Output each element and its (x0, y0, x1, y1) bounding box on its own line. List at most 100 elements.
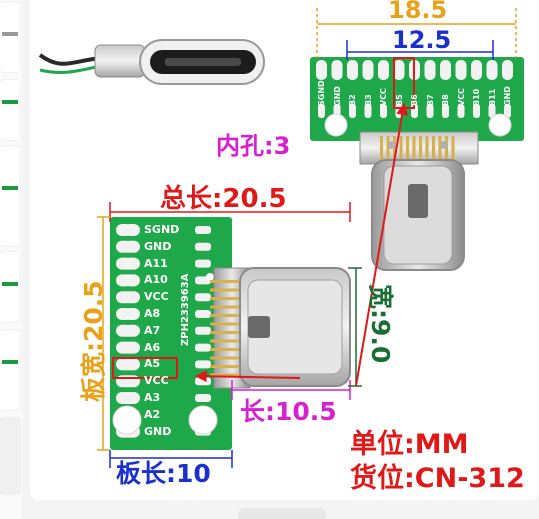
board-width-label: 板宽:20.5 (79, 280, 108, 402)
bottom-pad-small (195, 293, 211, 302)
bottom-pin-label: A3 (144, 391, 161, 404)
top-pad (331, 60, 343, 80)
top-pad (455, 60, 467, 80)
bottom-pad-small (195, 343, 211, 352)
top-lead (380, 136, 383, 160)
top-pad-small (457, 104, 465, 118)
thumbnail-4[interactable] (0, 252, 20, 322)
board-silkscreen: ZPH233963A (180, 273, 191, 346)
top-lead (432, 136, 435, 160)
bottom-pad-small (195, 326, 211, 335)
bottom-lead (210, 339, 242, 343)
bottom-pin-label: VCC (144, 374, 169, 388)
thumbnail-2[interactable] (0, 80, 20, 140)
bottom-lead (210, 314, 242, 317)
top-lead (386, 136, 390, 160)
bottom-pin-label: A2 (144, 407, 161, 421)
top-pad-small (349, 104, 356, 118)
usb-c-cable (38, 39, 265, 85)
bottom-lead (210, 305, 242, 309)
top-pad (440, 60, 451, 80)
bottom-pin-label: SGND (144, 223, 180, 236)
bottom-pad (116, 274, 140, 287)
thumbnail-5[interactable] (0, 330, 20, 410)
top-pin-label: VCC (379, 88, 388, 106)
bottom-pad (116, 392, 140, 404)
inner-hole-label: 内孔:3 (216, 132, 291, 160)
top-pin-label: B11 (487, 88, 497, 106)
total-length-label: 总长:20.5 (160, 184, 287, 214)
top-lead (412, 136, 416, 160)
top-pin-label: B8 (441, 94, 450, 106)
bottom-pad (116, 324, 140, 337)
thumbnail-6[interactable] (0, 418, 20, 494)
top-pin-label: B2 (348, 94, 357, 106)
top-pad-small (318, 104, 325, 118)
bottom-pad-small (195, 242, 211, 251)
thumbnail-3[interactable] (0, 146, 20, 246)
bottom-pad (116, 240, 140, 253)
top-pad (486, 60, 498, 80)
top-pad (424, 60, 436, 80)
top-pin-label: B6 (410, 94, 419, 106)
bottom-lead (210, 297, 242, 300)
bottom-lead (210, 348, 242, 351)
top-pin-label: B10 (472, 88, 481, 106)
top-pad (362, 60, 374, 80)
total-width-label: 18.5 (388, 0, 448, 24)
top-lead (399, 136, 403, 160)
item-code-label: 货位:CN-312 (350, 463, 525, 494)
top-pad (316, 60, 327, 80)
top-pin-label: B5 (394, 94, 404, 106)
top-lead (438, 136, 442, 160)
thumbnail-1[interactable] (0, 2, 20, 72)
top-lead (419, 136, 422, 160)
bottom-pad (116, 341, 140, 354)
board-length-label: 板长:10 (116, 459, 211, 488)
width-label: 宽:9.0 (366, 284, 395, 364)
bottom-lead (210, 288, 242, 292)
pin-span-label: 12.5 (392, 26, 452, 54)
top-pad (378, 60, 389, 80)
top-pin-label: SGND (317, 80, 326, 106)
bottom-lead (210, 356, 242, 360)
top-breakout-board (310, 57, 524, 271)
bottom-pin-label: A7 (144, 323, 161, 337)
top-pad (393, 60, 405, 80)
bottom-pin-label: VCC (144, 290, 169, 304)
bottom-pad (116, 224, 140, 236)
bottom-breakout-board (110, 217, 351, 450)
top-pad (347, 60, 358, 80)
top-pad-small (504, 104, 511, 118)
bottom-pin-label: A10 (144, 273, 168, 287)
bottom-pin-label: A5 (144, 357, 161, 371)
bottom-pad (116, 291, 140, 304)
bottom-pin-label: GND (144, 424, 172, 438)
top-pin-label: GND (332, 86, 342, 106)
top-pad (471, 60, 482, 80)
dimension-lines (97, 8, 517, 468)
length-label: 长:10.5 (240, 397, 337, 426)
top-pad-small (473, 104, 480, 118)
bottom-pad (116, 257, 140, 270)
bottom-pin-label: A6 (144, 340, 161, 354)
top-pad-small (488, 104, 496, 118)
top-pin-label: VCC (456, 88, 466, 106)
bottom-lead (210, 365, 242, 368)
top-lead (451, 136, 455, 160)
bottom-lead (210, 331, 242, 334)
top-pin-label: B3 (363, 94, 373, 106)
top-lead (425, 136, 429, 160)
bottom-pin-label: A8 (144, 307, 161, 320)
bottom-pin-label: GND (144, 239, 172, 253)
top-pad-small (380, 104, 387, 118)
bottom-pad (116, 358, 140, 371)
top-pad-small (426, 104, 434, 118)
bottom-pad (116, 308, 140, 320)
bottom-lead (210, 280, 242, 283)
bottom-pad-small (195, 259, 211, 268)
thumbnail-strip (0, 0, 22, 519)
image-pager[interactable] (238, 508, 326, 519)
top-pin-label: GND (503, 86, 512, 106)
